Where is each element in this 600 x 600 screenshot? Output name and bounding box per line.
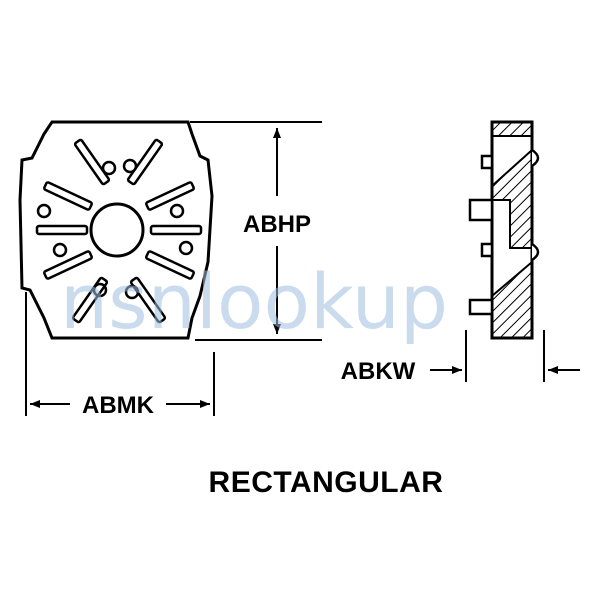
socket-body-outline <box>18 120 214 340</box>
thickness-dimension-label: ABKW <box>341 358 416 385</box>
center-hole <box>89 202 145 258</box>
height-dimension <box>190 121 322 341</box>
pin-holes <box>36 158 194 300</box>
watermark-text: nsnlookup <box>60 257 448 346</box>
width-dimension <box>25 292 215 416</box>
width-dimension-label: ABMK <box>82 392 155 419</box>
height-dimension-label: ABHP <box>243 211 311 238</box>
thickness-dimension <box>430 330 580 382</box>
radial-slots <box>35 138 203 324</box>
shape-caption: RECTANGULAR <box>209 466 444 499</box>
front-view <box>18 120 214 340</box>
side-view <box>468 120 540 340</box>
